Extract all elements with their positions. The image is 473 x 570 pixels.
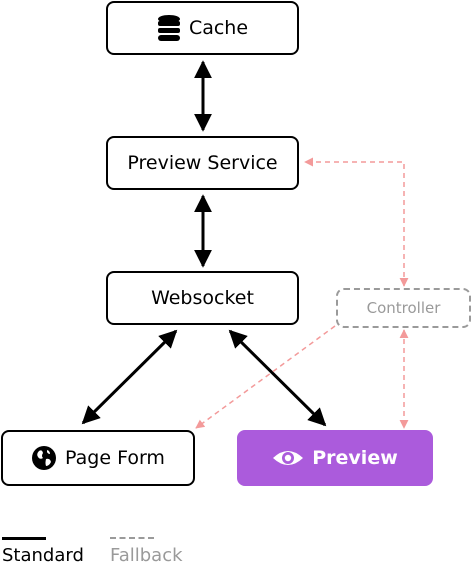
legend-standard-label: Standard (2, 545, 84, 566)
legend-standard-swatch (2, 537, 46, 540)
globe-icon (31, 445, 57, 471)
legend-fallback-label: Fallback (110, 545, 183, 566)
controller-node[interactable]: Controller (336, 288, 471, 328)
preview-service-node[interactable]: Preview Service (106, 136, 299, 190)
websocket-label: Websocket (151, 287, 254, 309)
cache-node[interactable]: Cache (106, 1, 299, 55)
preview-label: Preview (312, 447, 398, 469)
cache-label: Cache (188, 17, 249, 39)
websocket-node[interactable]: Websocket (106, 271, 299, 325)
page-form-node[interactable]: Page Form (1, 430, 195, 486)
preview-service-label: Preview Service (127, 152, 278, 174)
legend-fallback-swatch (110, 537, 154, 539)
edge-controller-preview-service (304, 157, 409, 287)
preview-node[interactable]: Preview (237, 430, 433, 486)
page-form-label: Page Form (65, 447, 165, 469)
edge-websocket-page-form (81, 329, 178, 425)
edge-websocket-preview (228, 329, 327, 427)
edge-controller-page-form (195, 325, 336, 429)
database-icon (157, 14, 181, 42)
controller-label: Controller (366, 299, 441, 317)
eye-icon (272, 448, 304, 468)
